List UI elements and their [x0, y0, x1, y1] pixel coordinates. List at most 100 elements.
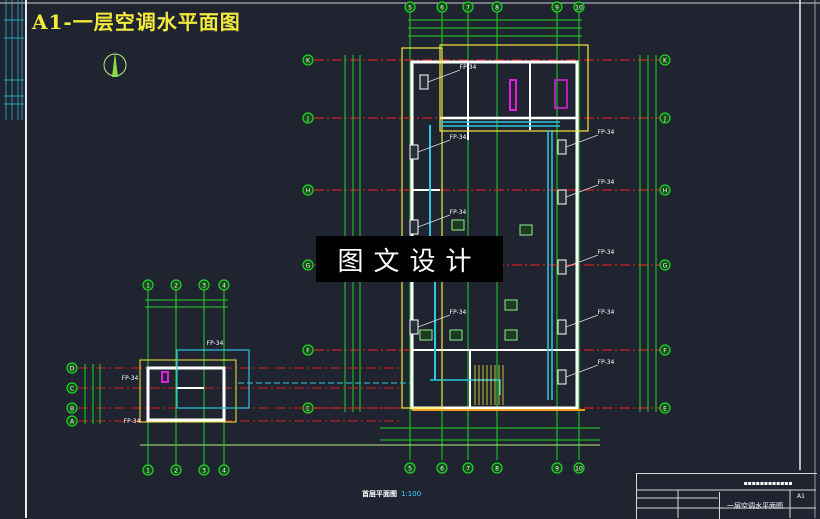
axis-bubble	[659, 402, 671, 414]
axis-bubble	[66, 362, 78, 374]
small-building-wall	[146, 366, 226, 422]
axis-bubble	[491, 462, 503, 474]
fan-coil-unit	[557, 189, 567, 205]
unit-label: FP-34	[460, 64, 477, 71]
leader-line	[565, 364, 599, 378]
leader-line	[417, 314, 451, 328]
equipment-tag	[519, 224, 533, 236]
fan-coil-unit	[419, 74, 429, 90]
axis-label: E	[663, 406, 667, 413]
axis-bubble	[659, 112, 671, 124]
pipe-yellow-outline	[401, 47, 443, 409]
plan-caption: 首层平面图 1:100	[362, 489, 421, 499]
axis-bubble	[573, 462, 585, 474]
axis-bubble	[404, 462, 416, 474]
title-block: ▪▪▪▪▪▪▪▪▪▪▪▪ 一层空调水平面图 A1	[636, 473, 817, 519]
axis-label: 8	[495, 5, 499, 12]
unit-label: FP-34	[122, 375, 139, 382]
fan-coil-unit	[557, 319, 567, 335]
fan-coil-unit	[409, 219, 419, 235]
caption-scale: 1:100	[401, 490, 422, 498]
title-block-project: ▪▪▪▪▪▪▪▪▪▪▪▪	[743, 479, 793, 487]
axis-label: 2	[174, 283, 178, 290]
axis-label: 1	[146, 283, 150, 290]
axis-bubble	[551, 1, 563, 13]
axis-bubble	[198, 464, 210, 476]
axis-bubble	[142, 279, 154, 291]
axis-label: G	[663, 263, 668, 270]
axis-bubble	[551, 462, 563, 474]
axis-label: K	[306, 58, 311, 65]
axis-bubble	[302, 184, 314, 196]
axis-bubble	[170, 464, 182, 476]
axis-bubble	[170, 279, 182, 291]
equipment-tag	[451, 219, 465, 231]
leader-line	[565, 134, 599, 148]
leader-line	[565, 314, 599, 328]
axis-label: 7	[466, 466, 470, 473]
caption-text: 首层平面图	[362, 490, 397, 498]
leader-line	[417, 214, 451, 228]
axis-bubble	[302, 344, 314, 356]
axis-bubble	[659, 259, 671, 271]
axis-bubble	[462, 1, 474, 13]
axis-label: D	[70, 366, 75, 373]
watermark: 图文设计	[316, 236, 503, 282]
fan-coil-unit	[409, 144, 419, 160]
axis-label: A	[70, 419, 75, 426]
axis-label: 3	[202, 468, 206, 475]
axis-label: C	[70, 386, 74, 393]
axis-bubble	[462, 462, 474, 474]
fan-coil-unit	[557, 139, 567, 155]
axis-label: 2	[174, 468, 178, 475]
pipe-yellow-outline	[439, 44, 589, 132]
axis-bubble	[659, 344, 671, 356]
axis-label: 4	[222, 283, 226, 290]
fan-coil-unit	[557, 369, 567, 385]
unit-label: FP-34	[598, 129, 615, 136]
axis-label: F	[306, 348, 310, 355]
axis-bubble	[218, 464, 230, 476]
axis-bubble	[302, 54, 314, 66]
axis-label: 10	[575, 5, 583, 12]
title-block-drawing-name: 一层空调水平面图	[719, 492, 790, 519]
axis-label: E	[306, 406, 310, 413]
unit-label: FP-34	[207, 340, 224, 347]
unit-label: FP-34	[598, 359, 615, 366]
axis-label: 9	[555, 5, 559, 12]
pipe-magenta	[161, 371, 169, 383]
axis-label: 3	[202, 283, 206, 290]
axis-bubble	[302, 112, 314, 124]
north-arrow-icon	[112, 52, 118, 77]
axis-label: 1	[146, 468, 150, 475]
axis-bubble	[142, 464, 154, 476]
axis-label: 6	[440, 466, 444, 473]
axis-label: 4	[222, 468, 226, 475]
axis-label: 5	[408, 466, 412, 473]
chilled-water-pipe	[430, 379, 501, 395]
axis-label: 6	[440, 5, 444, 12]
axis-bubble	[436, 462, 448, 474]
equipment-tag	[504, 329, 518, 341]
axis-bubble	[659, 184, 671, 196]
axis-bubble	[66, 382, 78, 394]
title-block-sheet-no: A1	[797, 493, 805, 500]
axis-label: F	[663, 348, 667, 355]
axis-label: H	[306, 188, 311, 195]
unit-label: FP-34	[598, 249, 615, 256]
axis-label: 10	[575, 466, 583, 473]
equipment-tag	[504, 299, 518, 311]
equipment-tag	[419, 329, 433, 341]
axis-bubble	[66, 415, 78, 427]
fan-coil-unit	[409, 319, 419, 335]
axis-label: 8	[495, 466, 499, 473]
axis-label: H	[663, 188, 668, 195]
unit-label: FP-34	[124, 418, 141, 425]
pipe-magenta	[554, 79, 568, 109]
axis-bubble	[659, 54, 671, 66]
unit-label: FP-34	[598, 309, 615, 316]
axis-bubble	[491, 1, 503, 13]
axis-bubble	[302, 259, 314, 271]
axis-label: K	[663, 58, 668, 65]
